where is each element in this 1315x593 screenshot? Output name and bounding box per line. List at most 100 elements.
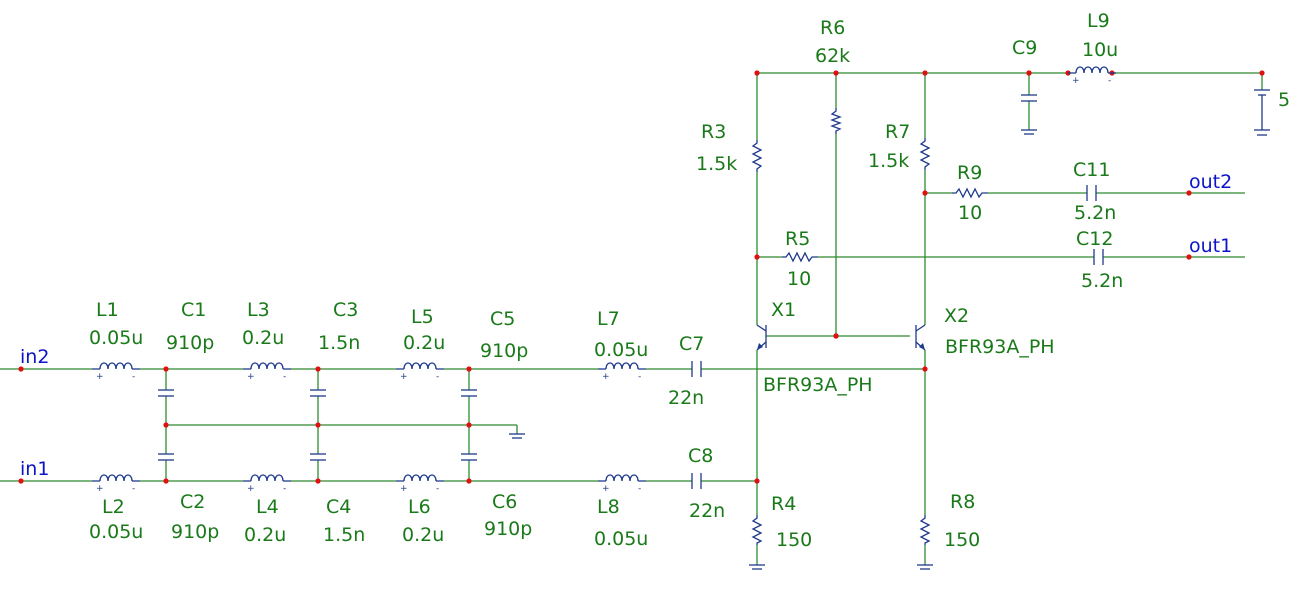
junction-node — [922, 366, 928, 372]
resistors — [751, 108, 988, 545]
label-c12-value: 5.2n — [1081, 270, 1123, 292]
label-r5-value: 10 — [787, 268, 811, 290]
inductor-l5-symbol: +- — [396, 362, 444, 382]
ground-icon — [749, 564, 765, 570]
label-r6-name: R6 — [820, 17, 845, 39]
port-label-in2: in2 — [20, 346, 49, 368]
label-c8-value: 22n — [689, 500, 725, 522]
label-c4-value: 1.5n — [323, 524, 365, 546]
junction-node — [922, 190, 928, 196]
capacitor-c8-symbol — [691, 473, 702, 489]
label-r8-name: R8 — [950, 491, 975, 513]
label-supply-value: 5 — [1278, 89, 1290, 111]
ground-symbols — [509, 129, 1037, 570]
label-c9-name: C9 — [1012, 37, 1037, 59]
label-r7-value: 1.5k — [868, 150, 909, 172]
label-r4-value: 150 — [776, 529, 812, 551]
polarity-minus-icon: - — [638, 484, 641, 494]
port-node-out2 — [1186, 190, 1192, 196]
junction-node — [466, 478, 472, 484]
component-labels: L1 0.05u C1 910p L3 0.2u C3 1.5n L5 0.2u… — [89, 10, 1290, 551]
inductor-l8-symbol: +- — [598, 474, 646, 494]
polarity-plus-icon: + — [602, 372, 610, 382]
label-c1-value: 910p — [166, 332, 214, 354]
label-c2-name: C2 — [180, 491, 205, 513]
junction-node — [922, 70, 928, 76]
capacitor-c6-symbol — [461, 453, 477, 461]
junction-node — [163, 478, 169, 484]
inductor-l3-symbol: +- — [243, 362, 291, 382]
label-c5-value: 910p — [480, 340, 528, 362]
pin-node — [833, 333, 839, 339]
capacitor-c3-symbol — [310, 389, 326, 397]
label-c5-name: C5 — [490, 308, 515, 330]
pin-node — [754, 70, 760, 76]
resistor-r7-symbol — [919, 138, 931, 170]
inductors: +-+-+-+-+-+-+-+-+- — [92, 66, 1116, 494]
inductor-l1-symbol: +- — [92, 362, 140, 382]
label-r8-value: 150 — [944, 529, 980, 551]
label-l9-name: L9 — [1087, 10, 1110, 32]
label-l2-name: L2 — [102, 496, 125, 518]
pin-node — [1259, 70, 1265, 76]
polarity-minus-icon: - — [283, 372, 286, 382]
label-l1-value: 0.05u — [89, 327, 143, 349]
port-node-out1 — [1186, 254, 1192, 260]
capacitor-c2-symbol — [158, 453, 174, 461]
capacitor-c12-symbol — [1093, 249, 1104, 265]
label-c3-value: 1.5n — [318, 332, 360, 354]
junction-node — [163, 366, 169, 372]
label-l7-value: 0.05u — [594, 339, 648, 361]
ground-icon — [917, 564, 933, 570]
polarity-minus-icon: - — [1108, 76, 1111, 86]
label-c1-name: C1 — [181, 299, 206, 321]
label-r5-name: R5 — [785, 228, 810, 250]
label-r9-name: R9 — [957, 162, 982, 184]
inductor-l7-symbol: +- — [598, 362, 646, 382]
label-l8-name: L8 — [597, 496, 620, 518]
port-label-out2: out2 — [1189, 171, 1232, 193]
capacitor-c11-symbol — [1086, 185, 1097, 201]
label-c7-name: C7 — [679, 333, 704, 355]
label-r9-value: 10 — [958, 202, 982, 224]
label-c11-name: C11 — [1073, 159, 1110, 181]
label-x2-value: BFR93A_PH — [945, 336, 1055, 358]
polarity-plus-icon: + — [247, 484, 255, 494]
resistor-r5-symbol — [782, 251, 818, 263]
label-c3-name: C3 — [333, 299, 358, 321]
label-r6-value: 62k — [815, 45, 850, 67]
label-l3-name: L3 — [247, 299, 270, 321]
label-l4-name: L4 — [256, 496, 279, 518]
polarity-plus-icon: + — [602, 484, 610, 494]
junction-node — [315, 478, 321, 484]
resistor-r8-symbol — [919, 515, 931, 545]
label-l3-value: 0.2u — [242, 327, 284, 349]
polarity-minus-icon: - — [132, 372, 135, 382]
label-c6-value: 910p — [484, 518, 532, 540]
label-c12-name: C12 — [1076, 228, 1113, 250]
label-l7-name: L7 — [597, 308, 620, 330]
junction-node — [315, 366, 321, 372]
label-c7-value: 22n — [668, 387, 704, 409]
label-l2-value: 0.05u — [89, 521, 143, 543]
label-c8-name: C8 — [688, 445, 713, 467]
resistor-r3-symbol — [751, 140, 763, 172]
resistor-r4-symbol — [751, 515, 763, 545]
label-l5-value: 0.2u — [403, 332, 445, 354]
ground-icon — [1021, 129, 1037, 135]
polarity-minus-icon: - — [132, 484, 135, 494]
port-node-in2 — [18, 366, 24, 372]
transistor-x1-symbol — [756, 324, 767, 352]
inductor-l2-symbol: +- — [92, 474, 140, 494]
label-x1-value: BFR93A_PH — [763, 374, 873, 396]
polarity-minus-icon: - — [436, 372, 439, 382]
label-r4-name: R4 — [771, 493, 796, 515]
inductor-l4-symbol: +- — [243, 474, 291, 494]
polarity-plus-icon: + — [247, 372, 255, 382]
label-l6-value: 0.2u — [402, 524, 444, 546]
label-l1-name: L1 — [96, 299, 119, 321]
junction-node — [315, 422, 321, 428]
capacitor-c1-symbol — [158, 389, 174, 397]
polarity-plus-icon: + — [96, 484, 104, 494]
